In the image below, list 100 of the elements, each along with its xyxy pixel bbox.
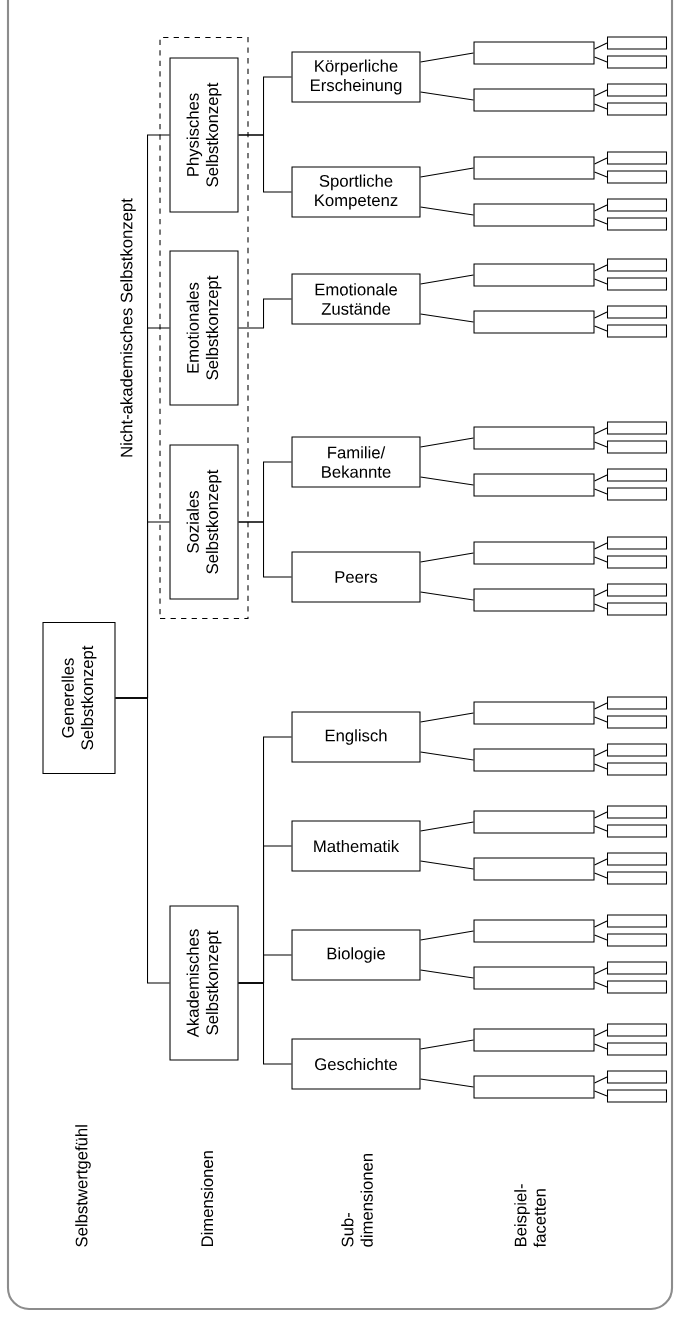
connector-line (594, 325, 608, 332)
small-box (607, 536, 668, 550)
facet-box (473, 966, 595, 990)
connector-line (594, 825, 608, 832)
connector-line (594, 427, 608, 435)
connector-line (594, 204, 608, 212)
connector-line (420, 437, 474, 448)
column-heading: Dimensionen (200, 1151, 214, 1247)
facet-box (473, 473, 595, 497)
small-box (607, 715, 668, 729)
small-box (607, 852, 668, 866)
small-box (607, 421, 668, 435)
small-box (607, 1070, 668, 1084)
connector-line (594, 264, 608, 272)
small-box (607, 277, 668, 291)
subdimension-box: Emotionale Zustände (291, 273, 421, 325)
small-box (607, 743, 668, 757)
connector-line (420, 1078, 474, 1088)
small-box (607, 305, 668, 319)
facet-box (473, 88, 595, 112)
column-heading: Beispiel-facetten (514, 1184, 546, 1248)
small-box (607, 324, 668, 338)
connector-line (420, 969, 474, 979)
connector-line (420, 821, 474, 832)
connector-line (594, 441, 608, 448)
connector-line (594, 218, 608, 225)
connector-line (420, 552, 474, 563)
subdimension-box: Biologie (291, 929, 421, 981)
subdimension-box: Sportliche Kompetenz (291, 166, 421, 218)
connector-line (594, 556, 608, 563)
connector-line (594, 920, 608, 928)
small-box (607, 258, 668, 272)
connector-line (594, 488, 608, 495)
connector-line (420, 712, 474, 723)
dimension-box: Akademisches Selbstkonzept (169, 905, 239, 1061)
connector-line (594, 278, 608, 285)
node-label: Nicht-akademisches Selbstkonzept (120, 198, 136, 457)
connector-line (420, 1039, 474, 1050)
small-box (607, 583, 668, 597)
small-box (607, 151, 668, 165)
root-box: Generelles Selbstkonzept (42, 622, 116, 775)
small-box (607, 824, 668, 838)
small-box (607, 102, 668, 116)
connector-line (115, 697, 170, 984)
facet-box (473, 426, 595, 450)
connector-line (594, 763, 608, 770)
dimension-box: Physisches Selbstkonzept (169, 57, 239, 213)
connector-line (594, 474, 608, 482)
connector-line (238, 982, 292, 1065)
small-box (607, 83, 668, 97)
connector-line (420, 591, 474, 601)
connector-line (238, 134, 292, 193)
facet-box (473, 588, 595, 612)
connector-line (238, 298, 292, 329)
small-box (607, 933, 668, 947)
connector-line (420, 313, 474, 323)
connector-line (594, 157, 608, 165)
small-box (607, 762, 668, 776)
small-box (607, 198, 668, 212)
facet-box (473, 1028, 595, 1052)
facet-box (473, 810, 595, 834)
small-box (607, 555, 668, 569)
connector-line (420, 167, 474, 178)
facet-box (473, 541, 595, 565)
connector-line (594, 1076, 608, 1084)
subdimension-box: Geschichte (291, 1038, 421, 1090)
facet-box (473, 919, 595, 943)
connector-line (420, 91, 474, 101)
connector-line (594, 811, 608, 819)
small-box (607, 696, 668, 710)
connector-line (594, 589, 608, 597)
small-box (607, 1089, 668, 1103)
connector-line (594, 702, 608, 710)
connector-line (594, 542, 608, 550)
connector-line (594, 56, 608, 63)
small-box (607, 36, 668, 50)
small-box (607, 871, 668, 885)
connector-line (420, 206, 474, 216)
connector-line (420, 751, 474, 761)
small-box (607, 170, 668, 184)
small-box (607, 961, 668, 975)
small-box (607, 602, 668, 616)
connector-line (594, 1043, 608, 1050)
connector-line (594, 42, 608, 50)
connector-line (594, 934, 608, 941)
small-box (607, 914, 668, 928)
connector-line (594, 89, 608, 97)
connector-line (594, 103, 608, 110)
connector-line (420, 52, 474, 63)
facet-box (473, 263, 595, 287)
facet-box (473, 857, 595, 881)
small-box (607, 1042, 668, 1056)
subdimension-box: Familie/ Bekannte (291, 436, 421, 488)
small-box (607, 980, 668, 994)
connector-line (594, 1029, 608, 1037)
small-box (607, 55, 668, 69)
connector-line (594, 981, 608, 988)
small-box (607, 1023, 668, 1037)
connector-line (238, 521, 292, 578)
column-heading: Selbstwertgefühl (75, 1125, 91, 1247)
